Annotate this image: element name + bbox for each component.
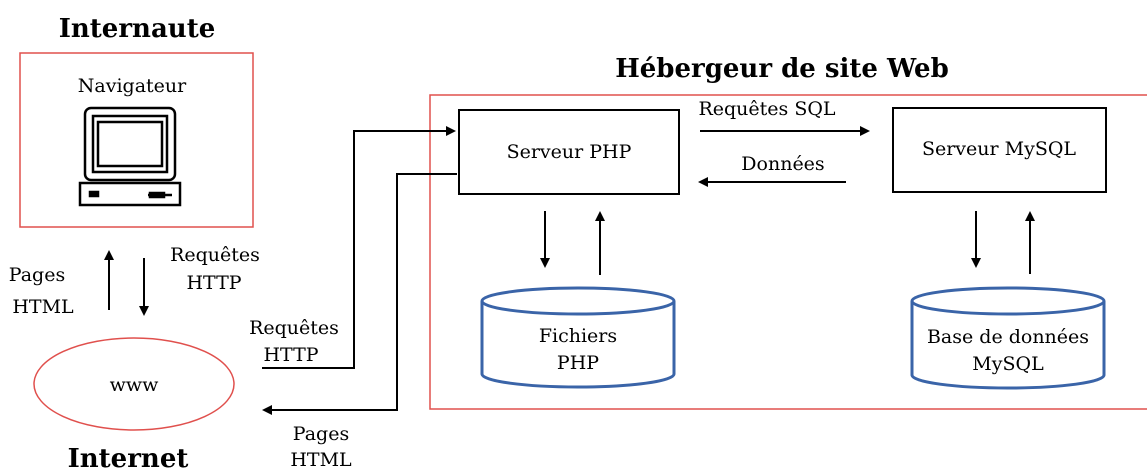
requetes-http-left-2: HTTP (186, 272, 241, 294)
internaute-title: Internaute (59, 14, 216, 44)
requetes-http-mid-1: Requêtes (249, 317, 339, 339)
internet-title: Internet (68, 444, 189, 470)
fichiers-php-cylinder (480, 286, 676, 389)
base-de-donnees-cylinder (910, 286, 1106, 390)
www-ellipse (33, 337, 235, 431)
requetes-http-left-1: Requêtes (170, 244, 260, 266)
serveur-mysql-box (892, 107, 1107, 193)
donnees-label: Données (741, 153, 824, 175)
computer-icon (78, 106, 182, 207)
pages-html-bottom-1: Pages (293, 423, 349, 445)
base-de-donnees-label-1: Base de données (927, 326, 1089, 348)
serveur-mysql-label: Serveur MySQL (922, 138, 1076, 160)
requetes-sql-label: Requêtes SQL (698, 98, 835, 120)
pages-html-left-1: Pages (9, 264, 65, 286)
hebergeur-title: Hébergeur de site Web (615, 54, 949, 84)
requetes-http-mid-2: HTTP (263, 344, 318, 366)
requetes-http-connector (262, 126, 456, 369)
pages-html-bottom-2: HTML (290, 449, 352, 470)
fichiers-php-label-2: PHP (557, 352, 599, 374)
hebergeur-box (429, 94, 1147, 410)
serveur-php-label: Serveur PHP (507, 141, 632, 163)
www-label: www (110, 374, 160, 396)
pages-html-left-2: HTML (12, 296, 74, 318)
fichiers-php-label-1: Fichiers (539, 325, 617, 347)
navigateur-label: Navigateur (78, 75, 187, 97)
base-de-donnees-label-2: MySQL (972, 353, 1044, 375)
pages-html-connector (262, 173, 457, 415)
serveur-php-box (458, 109, 680, 195)
internaute-box (19, 52, 254, 228)
